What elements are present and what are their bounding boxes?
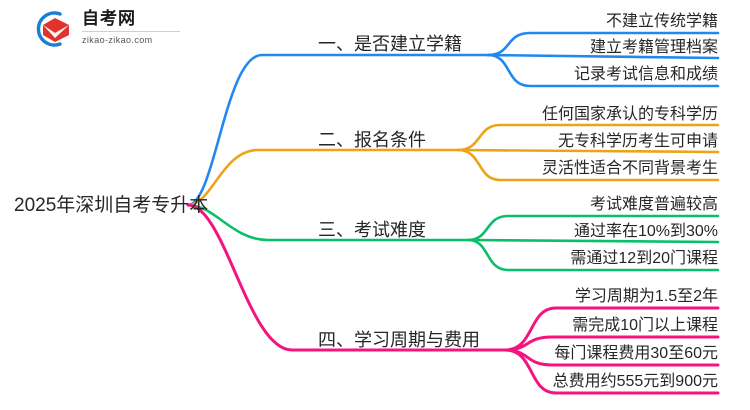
- connector-branch-2: [186, 123, 720, 207]
- mindmap-leaf-4-1[interactable]: 学习周期为1.5至2年: [574, 288, 718, 305]
- mindmap-branch-1[interactable]: 一、是否建立学籍: [318, 34, 462, 54]
- mindmap-branch-2[interactable]: 二、报名条件: [318, 130, 426, 150]
- logo-url: zikao-zikao.com: [82, 31, 180, 46]
- mindmap-leaf-3-1[interactable]: 考试难度普遍较高: [589, 196, 718, 213]
- mindmap-leaf-2-2[interactable]: 无专科学历考生可申请: [557, 133, 718, 150]
- connector-branch-1: [186, 31, 720, 207]
- site-logo: 自考网 zikao-zikao.com: [30, 8, 180, 50]
- logo-name-cn: 自考网: [82, 9, 136, 28]
- logo-wordmark: 自考网 zikao-zikao.com: [82, 8, 180, 48]
- mindmap-leaf-1-3[interactable]: 记录考试信息和成绩: [573, 66, 718, 83]
- mindmap-leaf-4-3[interactable]: 每门课程费用30至60元: [554, 345, 718, 362]
- mindmap-leaf-2-3[interactable]: 灵活性适合不同背景考生: [541, 160, 718, 177]
- mindmap-leaf-1-2[interactable]: 建立考籍管理档案: [589, 39, 718, 56]
- graduation-cap-icon: [30, 10, 74, 48]
- mindmap-leaf-4-4[interactable]: 总费用约555元到900元: [552, 373, 718, 390]
- mindmap-leaf-3-3[interactable]: 需通过12到20门课程: [570, 250, 718, 267]
- mindmap-branch-4[interactable]: 四、学习周期与费用: [318, 330, 480, 350]
- mindmap-leaf-1-1[interactable]: 不建立传统学籍: [605, 13, 718, 30]
- mindmap-leaf-4-2[interactable]: 需完成10门以上课程: [572, 317, 718, 334]
- mindmap-leaf-3-2[interactable]: 通过率在10%到30%: [573, 223, 718, 240]
- mindmap-leaf-2-1[interactable]: 任何国家承认的专科学历: [541, 106, 718, 123]
- mindmap-branch-3[interactable]: 三、考试难度: [318, 220, 426, 240]
- connector-branch-4: [186, 203, 720, 395]
- mindmap-root-node[interactable]: 2025年深圳自考专升本: [14, 195, 209, 216]
